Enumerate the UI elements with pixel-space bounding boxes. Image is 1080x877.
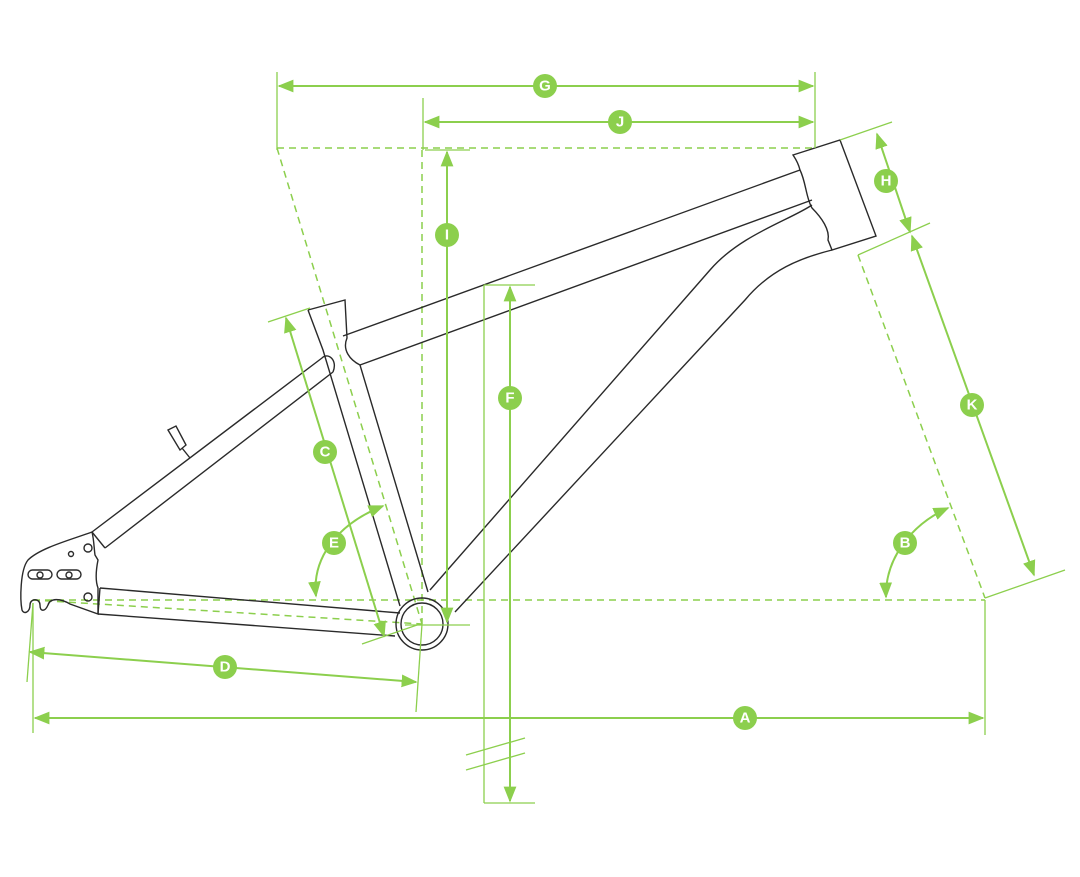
label-a-text: A — [740, 710, 751, 727]
label-e-text: E — [329, 535, 339, 552]
dropout — [20, 531, 99, 615]
label-k-text: K — [967, 397, 978, 414]
label-i: I — [435, 223, 459, 247]
label-d-text: D — [220, 659, 231, 676]
label-b: B — [893, 531, 917, 555]
bottom-bracket-inner — [400, 602, 444, 646]
seat-stay — [91, 355, 335, 549]
label-f: F — [498, 386, 522, 410]
label-g: G — [533, 74, 557, 98]
label-e: E — [322, 531, 346, 555]
bottom-bracket-outer — [395, 597, 449, 651]
label-b-text: B — [900, 535, 911, 552]
seat-stay-bridge — [91, 531, 106, 549]
label-f-text: F — [505, 390, 514, 407]
label-c: C — [313, 440, 337, 464]
label-h: H — [874, 169, 898, 193]
label-j-text: J — [616, 114, 624, 131]
label-h-text: H — [881, 173, 892, 190]
label-d: D — [213, 655, 237, 679]
top-tube — [342, 169, 813, 366]
label-g-text: G — [539, 78, 551, 95]
chainstay — [97, 587, 401, 637]
dimension-b — [879, 507, 950, 599]
label-i-text: I — [445, 227, 449, 244]
label-k: K — [960, 393, 984, 417]
brake-post — [167, 425, 191, 459]
label-c-text: C — [320, 444, 331, 461]
dropout-slots — [27, 543, 93, 602]
label-j: J — [608, 110, 632, 134]
bike-frame — [20, 139, 877, 651]
label-a: A — [733, 706, 757, 730]
down-tube — [429, 204, 833, 613]
head-tube — [791, 139, 877, 251]
